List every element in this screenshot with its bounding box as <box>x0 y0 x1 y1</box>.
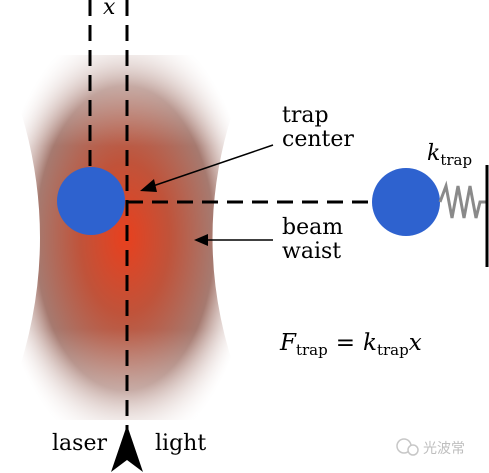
trap-center-label-line2: center <box>282 127 354 152</box>
trap-center-arrow <box>149 144 274 188</box>
beam-waist-label-line2: waist <box>282 239 341 264</box>
trap-center-label-line1: trap <box>282 103 329 128</box>
x-label: x <box>103 0 116 20</box>
wechat-icon-small <box>407 444 419 456</box>
equivalent-bead <box>372 168 440 236</box>
watermark-text: 光波常 <box>423 441 465 457</box>
beam-waist-arrowhead <box>194 234 208 246</box>
laser-direction-arrowhead <box>111 425 143 472</box>
k-trap-label: ktrap <box>427 141 472 169</box>
trapped-bead <box>57 167 125 235</box>
trap-center-arrowhead <box>140 179 157 192</box>
watermark: 光波常 <box>396 438 465 457</box>
laser-label: laser <box>52 431 107 456</box>
light-label: light <box>155 431 206 456</box>
formula: Ftrap=ktrapx <box>279 330 422 359</box>
spring <box>438 180 488 219</box>
beam-waist-label-line1: beam <box>282 215 343 240</box>
